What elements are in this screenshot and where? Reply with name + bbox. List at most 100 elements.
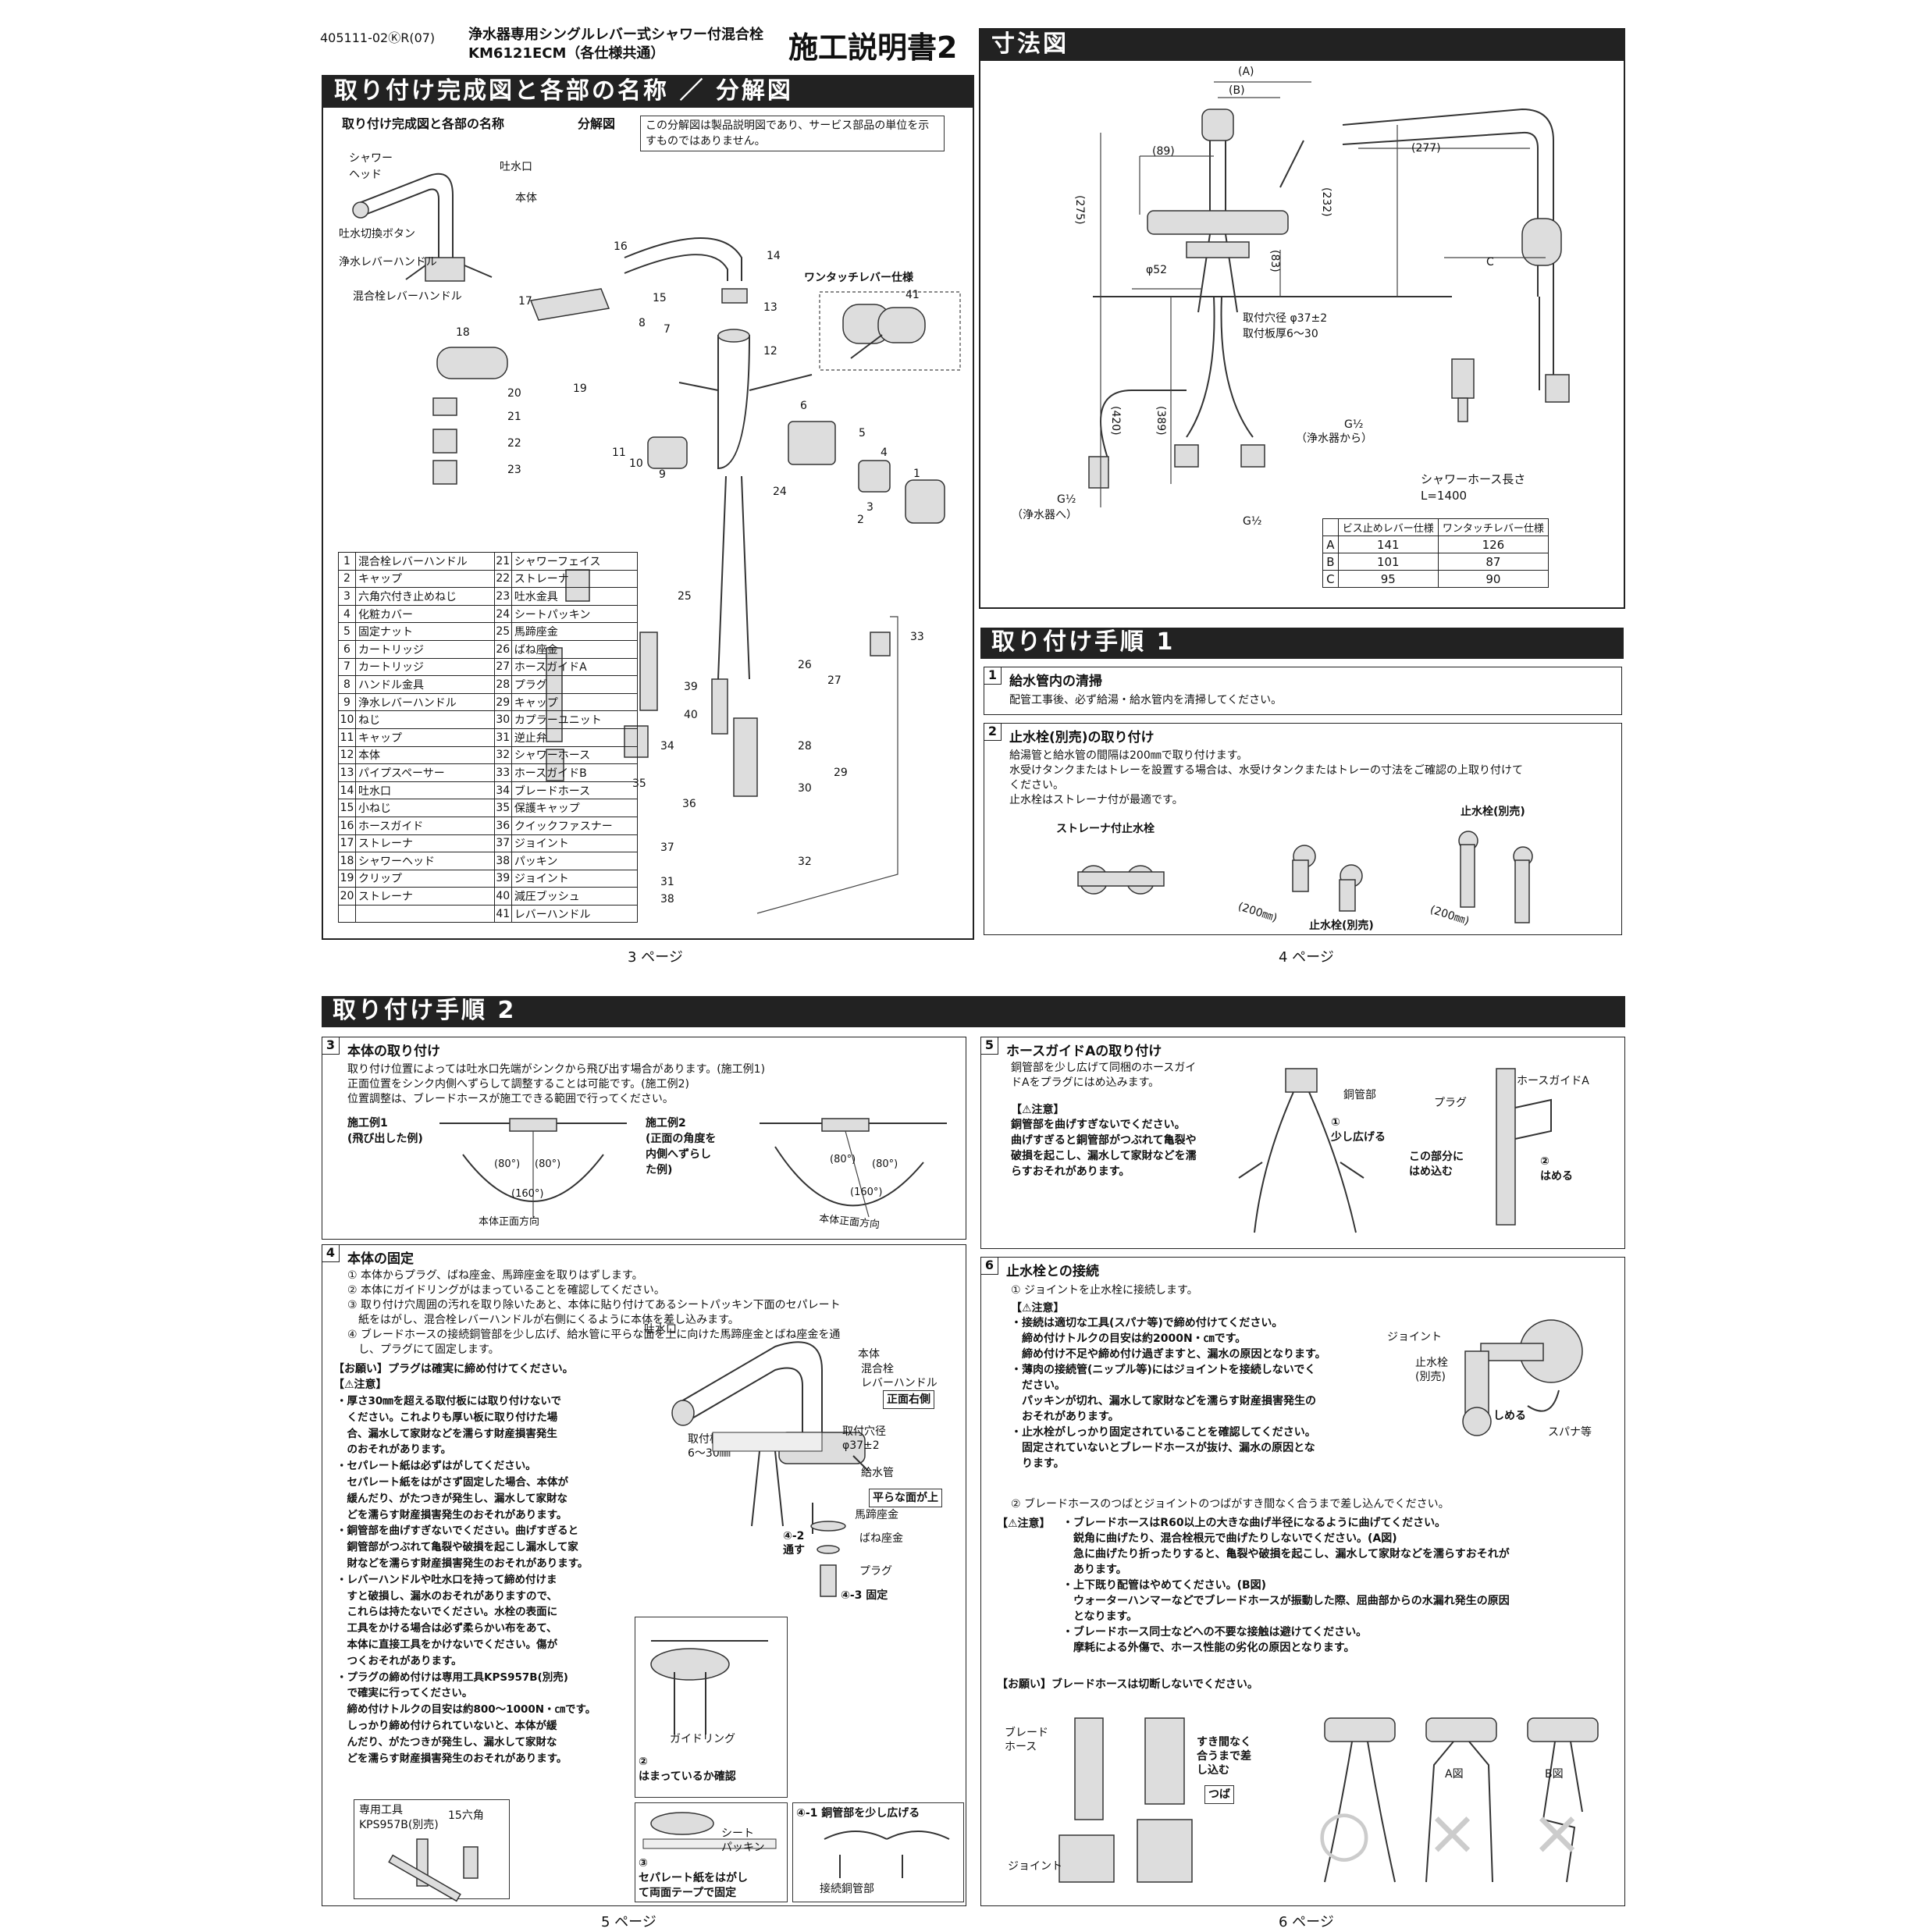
part-number: 41 (493, 904, 512, 923)
tool-box: 専用工具 KPS957B(別売) 15六角 (354, 1799, 510, 1902)
install2-title: 取り付け手順 2 (322, 996, 1625, 1027)
part-number: 21 (493, 552, 512, 571)
label-onetouch: ワンタッチレバー仕様 (804, 272, 913, 284)
dim-89: (89) (1152, 145, 1175, 158)
part-number: 40 (493, 887, 512, 906)
part-name: キャップ (511, 692, 639, 712)
step2-number: 2 (984, 724, 1002, 741)
part-number: 1 (338, 552, 356, 571)
part-number: 36 (493, 816, 512, 835)
callout-26: 26 (798, 659, 812, 671)
step2-fig1-label: ストレーナ付止水栓 (1056, 823, 1155, 835)
part-name: ストレーナ (511, 569, 639, 589)
callout-3: 3 (866, 501, 873, 514)
g-left: G½ (1057, 493, 1076, 506)
callout-8: 8 (639, 317, 646, 329)
step6-joint2: ジョイント (1008, 1860, 1062, 1873)
step5-copper: 銅管部 (1343, 1089, 1376, 1101)
dim-header-cell: ビス止めレバー仕様 (1337, 518, 1439, 536)
dim-plate: 取付板厚6〜30 (1243, 328, 1318, 340)
callout-18: 18 (456, 326, 470, 339)
fig-spout: 吐水口 (644, 1323, 677, 1336)
step5-title: ホースガイドAの取り付け (1006, 1044, 1162, 1059)
callout-13: 13 (763, 301, 777, 314)
part-name: パイプスペーサー (355, 763, 495, 782)
dim-cell: 87 (1437, 553, 1550, 571)
callout-12: 12 (763, 345, 777, 358)
example1-figure (439, 1118, 627, 1217)
part-number: 4 (338, 604, 356, 624)
joint-connection-figure (1462, 1319, 1583, 1436)
part-number: 5 (338, 622, 356, 641)
part-name: ストレーナ (355, 834, 495, 853)
part-name: 固定ナット (355, 622, 495, 641)
dim-A: (A) (1238, 66, 1254, 78)
label-body: 本体 (515, 192, 537, 205)
dim-C: C (1486, 256, 1494, 269)
step6-cautions2: ・ブレードホースはR60以上の大きな曲げ半径になるように曲げてください。 鋭角に… (1062, 1517, 1510, 1654)
filter-from: （浄水器から） (1296, 432, 1372, 445)
part-number: 33 (493, 763, 512, 782)
step5-caution-head: 【⚠注意】 (1011, 1104, 1065, 1116)
part-number: 27 (493, 657, 512, 677)
part-number: 3 (338, 587, 356, 606)
g-mid: G½ (1243, 515, 1262, 528)
callout-19: 19 (573, 382, 587, 395)
part-number: 32 (493, 745, 512, 765)
fig-lever: 混合栓 レバーハンドル (861, 1363, 938, 1389)
fig-body: 本体 (858, 1348, 880, 1361)
part-name: 吐水口 (355, 781, 495, 800)
part-number: 24 (493, 604, 512, 624)
part-number: 13 (338, 763, 356, 782)
part-name: ブレードホース (511, 781, 639, 800)
part-name: 馬蹄座金 (511, 622, 639, 641)
dim-table-header: ビス止めレバー仕様ワンタッチレバー仕様 (1322, 518, 1550, 536)
product-description: 浄水器専用シングルレバー式シャワー付混合栓 (468, 27, 763, 43)
callout-38: 38 (660, 893, 674, 906)
step5-caution: 銅管部を曲げすぎないでください。 曲げすぎると銅管部がつぶれて亀裂や 破損を起こ… (1011, 1119, 1197, 1178)
fig-step43: ④-3 固定 (841, 1589, 888, 1602)
guide-ring-box: ガイドリング ② はまっているか確認 (635, 1617, 788, 1798)
dim-header-cell (1322, 518, 1339, 536)
part-number: 28 (493, 675, 512, 694)
callout-24: 24 (773, 486, 787, 498)
dim-cell: 90 (1437, 570, 1550, 588)
step6-spanner: スパナ等 (1548, 1426, 1592, 1439)
part-number: 16 (338, 816, 356, 835)
dim-275: (275) (1073, 195, 1086, 225)
ex2-angle-total: (160°) (850, 1187, 883, 1198)
callout-6: 6 (800, 400, 807, 412)
exploded-note: この分解図は製品説明図であり、サービス部品の単位を示すものではありません。 (640, 116, 945, 151)
part-name: クリップ (355, 869, 495, 888)
copper-box: ④-1 銅管部を少し広げる 接続銅管部 (792, 1802, 964, 1902)
step5-here: この部分に はめ込む (1409, 1151, 1464, 1178)
step6-valve: 止水栓 (別売) (1415, 1357, 1448, 1383)
fig-plug: プラグ (859, 1565, 892, 1578)
step6-figB: B図 (1545, 1768, 1564, 1781)
ex1-angle-left: (80°) (494, 1158, 521, 1170)
ex1-angle-right: (80°) (535, 1158, 561, 1170)
part-number: 7 (338, 657, 356, 677)
dim-cell: B (1322, 553, 1339, 571)
dimension-title: 寸法図 (980, 30, 1624, 61)
callout-32: 32 (798, 856, 812, 868)
callout-4: 4 (881, 447, 888, 459)
guide-ring-figure (650, 1640, 768, 1735)
page6-number: 6 ページ (1279, 1914, 1334, 1930)
step6-title: 止水栓との接続 (1006, 1264, 1099, 1279)
part-number: 6 (338, 639, 356, 659)
page3-number: 3 ページ (628, 949, 683, 966)
tool-hex: 15六角 (448, 1809, 484, 1822)
counter-section (712, 1432, 823, 1527)
page5-number: 5 ページ (601, 1914, 656, 1930)
